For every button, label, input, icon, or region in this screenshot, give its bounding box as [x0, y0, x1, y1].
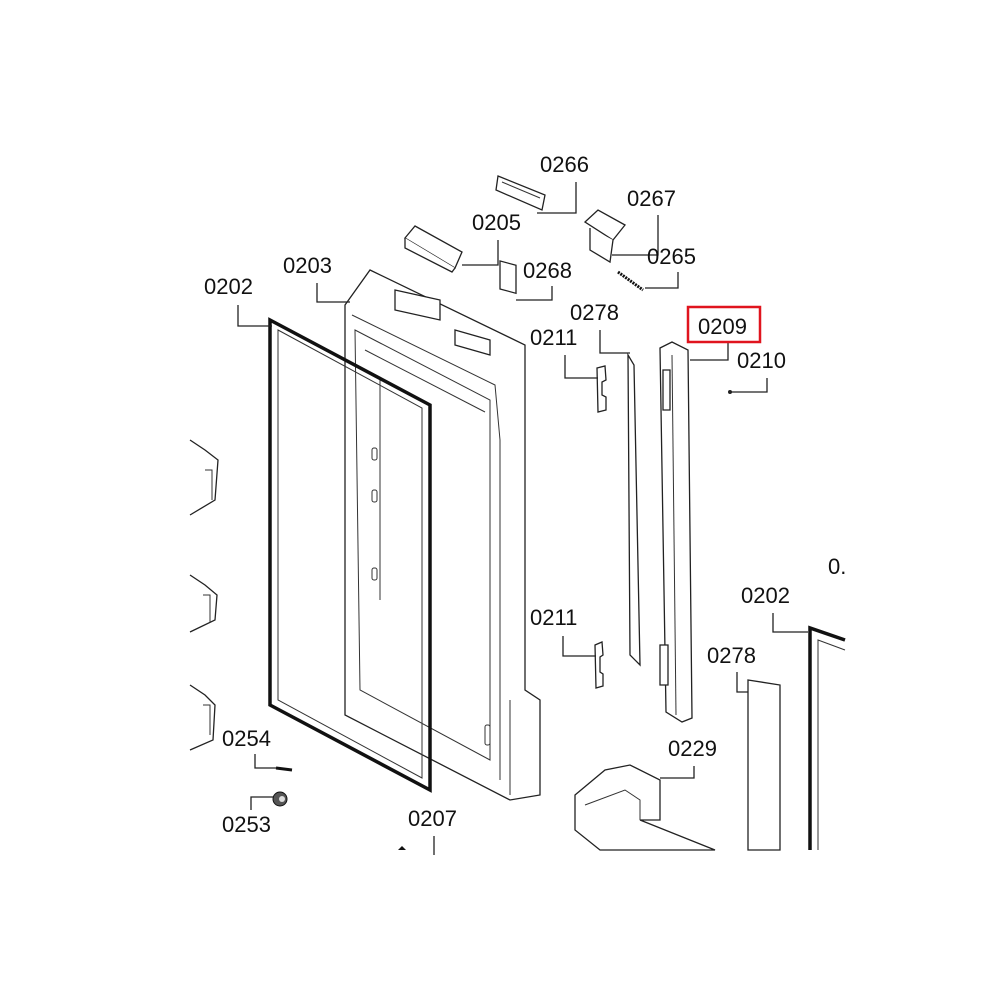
label-0210[interactable]: 0210 — [737, 348, 786, 373]
label-0278-right[interactable]: 0278 — [707, 643, 756, 668]
label-0211-bottom[interactable]: 0211 — [530, 605, 577, 630]
label-0268[interactable]: 0268 — [523, 258, 572, 283]
label-0202-right[interactable]: 0202 — [741, 583, 790, 608]
door-gasket-0202-left — [268, 317, 432, 793]
part-0253 — [272, 791, 288, 807]
label-0267[interactable]: 0267 — [627, 186, 676, 211]
label-0207[interactable]: 0207 — [408, 806, 457, 831]
part-0205 — [404, 225, 463, 273]
shelf-bins-left — [189, 439, 219, 751]
label-0211-top[interactable]: 0211 — [530, 325, 577, 350]
leader-lines — [237, 182, 808, 855]
label-0229[interactable]: 0229 — [668, 736, 717, 761]
door-bar-0209 — [659, 341, 693, 723]
hinge-clip-0211-top — [596, 365, 607, 413]
part-0267 — [583, 209, 626, 264]
strip-0278-right — [747, 679, 781, 851]
label-0265[interactable]: 0265 — [647, 244, 696, 269]
part-0207 — [398, 846, 406, 850]
door-gasket-0202-right — [808, 625, 846, 850]
label-0253[interactable]: 0253 — [222, 812, 271, 837]
part-0266 — [495, 175, 546, 211]
label-cut-off: 0. — [828, 554, 846, 579]
strip-0278-top — [627, 352, 641, 667]
label-0209[interactable]: 0209 — [698, 314, 747, 339]
label-0202-left[interactable]: 0202 — [204, 274, 253, 299]
hinge-clip-0211-bottom — [594, 641, 604, 689]
door-bin-0229 — [574, 764, 716, 851]
part-0268 — [499, 260, 517, 295]
label-0203[interactable]: 0203 — [283, 253, 332, 278]
label-0278-top[interactable]: 0278 — [570, 300, 619, 325]
screw-0254 — [275, 766, 293, 772]
part-0210-screw — [728, 390, 732, 394]
highlight-box-0209 — [686, 305, 762, 344]
label-0254[interactable]: 0254 — [222, 726, 271, 751]
part-0265-spring — [617, 270, 644, 292]
label-0205[interactable]: 0205 — [472, 210, 521, 235]
label-0266[interactable]: 0266 — [540, 152, 589, 177]
door-liner-0203 — [344, 269, 541, 801]
